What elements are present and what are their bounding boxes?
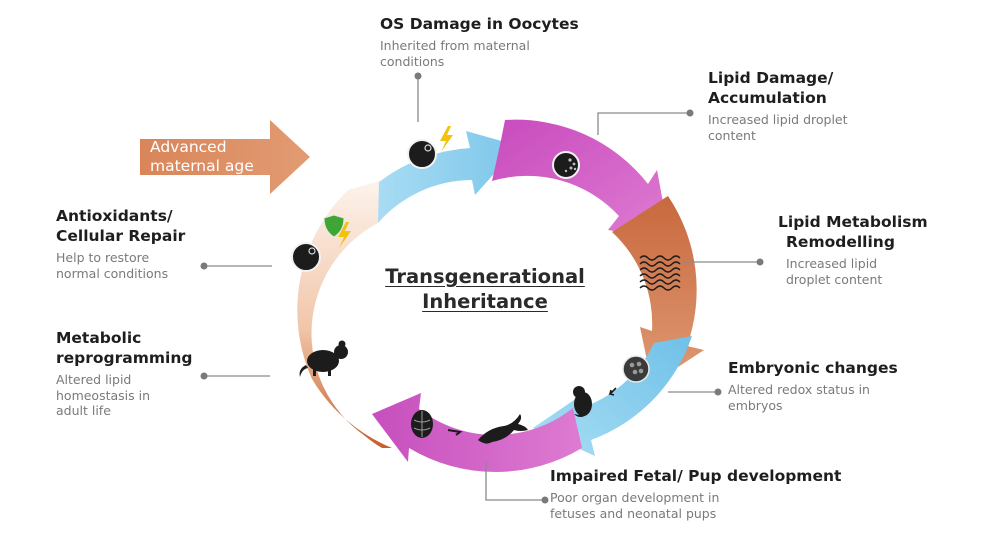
antioxidants-desc-line1: Help to restore [56, 250, 150, 265]
metabolic-desc: Altered lipid homeostasis in adult life [56, 372, 246, 419]
lipid-droplet-cell-icon [552, 151, 580, 179]
lipid-metabolism-desc-line2: droplet content [786, 271, 883, 287]
small-arrow-icon [447, 429, 463, 436]
lipid-metabolism-title-line1: Lipid Metabolism [778, 213, 928, 231]
brain-icon [411, 410, 433, 438]
metabolic-desc-line1: Altered lipid [56, 372, 132, 387]
antioxidants-label: Antioxidants/ Cellular Repair Help to re… [56, 206, 246, 281]
os-damage-desc-line2: conditions [380, 53, 445, 69]
metabolic-desc-line2: homeostasis in [56, 387, 151, 403]
fetal-label: Impaired Fetal/ Pup development Poor org… [550, 466, 930, 521]
segment-lipid-damage [492, 119, 670, 240]
embryonic-desc: Altered redox status in embryos [728, 382, 958, 413]
fetal-desc-line1: Poor organ development in [550, 490, 720, 505]
segment-lipid-metabolism [612, 196, 704, 384]
lipid-metabolism-desc-line1: Increased lipid [786, 256, 878, 271]
metabolic-desc-line3: adult life [56, 403, 111, 418]
fetal-desc: Poor organ development in fetuses and ne… [550, 490, 930, 521]
connector-dots [200, 72, 764, 504]
oocyte-icon [407, 139, 437, 169]
antioxidants-title-line1: Antioxidants/ [56, 207, 173, 225]
embryonic-label: Embryonic changes Altered redox status i… [728, 358, 958, 413]
fetus-icon [573, 386, 592, 417]
maternal-age-line2: maternal age [150, 157, 254, 175]
center-title-line1: Transgenerational [385, 265, 585, 288]
embryo-icon [608, 355, 650, 396]
lightning-icon-2 [338, 222, 351, 248]
embryonic-title: Embryonic changes [728, 359, 898, 377]
metabolic-label: Metabolic reprogramming Altered lipid ho… [56, 328, 246, 419]
lipid-damage-title-line1: Lipid Damage/ [708, 69, 834, 87]
center-title: Transgenerational Inheritance [350, 264, 620, 314]
maternal-age-line1: Advanced [150, 138, 227, 156]
antioxidants-title-line2: Cellular Repair [56, 227, 186, 245]
lipid-metabolism-desc: Increased lipid droplet content [778, 256, 978, 287]
connectors [204, 76, 760, 501]
fetal-desc-line2: fetuses and neonatal pups [550, 505, 717, 521]
lipid-metabolism-title-line2: Remodelling [786, 233, 895, 251]
lipid-damage-title-line2: Accumulation [708, 89, 827, 107]
fetal-title: Impaired Fetal/ Pup development [550, 467, 842, 485]
embryonic-desc-line2: embryos [728, 397, 783, 413]
pup-icon [478, 414, 528, 444]
antioxidants-desc: Help to restore normal conditions [56, 250, 246, 281]
mouse-icon [299, 340, 348, 377]
lightning-icon [440, 126, 453, 152]
lipid-damage-desc: Increased lipid droplet content [708, 112, 948, 143]
os-damage-label: OS Damage in Oocytes Inherited from mate… [380, 14, 640, 69]
antioxidants-desc-line2: normal conditions [56, 265, 169, 281]
segment-os-damage [378, 131, 519, 223]
segment-metabolic-repair [297, 180, 392, 448]
metabolic-title-line1: Metabolic [56, 329, 142, 347]
lipid-metabolism-label: Lipid Metabolism Remodelling Increased l… [778, 212, 978, 287]
maternal-age-label: Advanced maternal age [150, 138, 280, 176]
os-damage-desc-line1: Inherited from maternal [380, 38, 530, 53]
embryonic-desc-line1: Altered redox status in [728, 382, 870, 397]
metabolic-title-line2: reprogramming [56, 349, 193, 367]
lipid-bilayer-icon [639, 255, 681, 291]
center-title-line2: Inheritance [422, 290, 548, 313]
shield-icon [323, 214, 345, 238]
lipid-damage-desc-line1: Increased lipid droplet [708, 112, 848, 127]
os-damage-title: OS Damage in Oocytes [380, 15, 579, 33]
oocyte-icon-2 [291, 242, 321, 272]
lipid-damage-label: Lipid Damage/ Accumulation Increased lip… [708, 68, 948, 143]
lipid-damage-desc-line2: content [708, 127, 756, 143]
os-damage-desc: Inherited from maternal conditions [380, 38, 640, 69]
maternal-age-arrow [140, 120, 310, 194]
segment-fetal [372, 393, 582, 472]
